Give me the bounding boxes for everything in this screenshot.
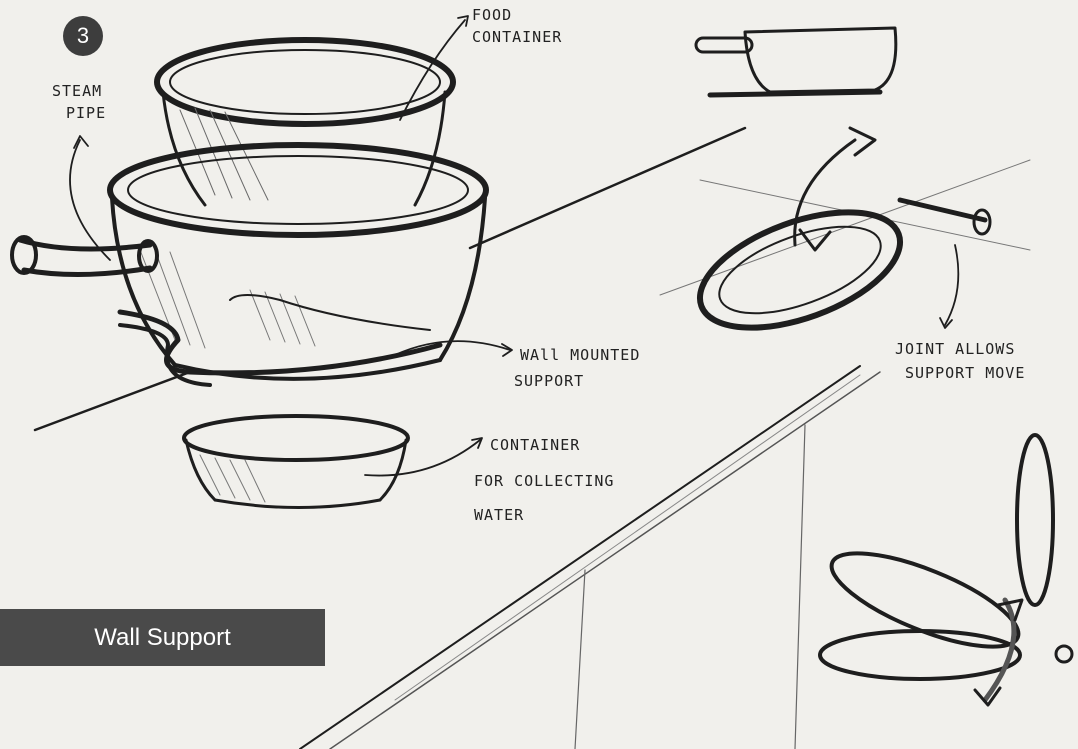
collecting-label-line3: WATER [474,506,524,524]
food-container-label-line2: CONTAINER [472,28,562,46]
annotation-labels: FOOD CONTAINER STEAM PIPE WAll MOUNTED S… [52,6,1025,524]
collecting-label-line1: CONTAINER [490,436,580,454]
wall-support-label-line1: WAll MOUNTED [520,346,640,364]
food-container-drawing [157,40,453,205]
caption-bar: Wall Support [0,609,325,666]
steam-pipe-drawing [12,237,157,275]
side-view-bowl-drawing [696,28,896,95]
food-container-label-line1: FOOD [472,6,512,24]
rotating-support-diagram [660,128,1030,351]
joint-label-line1: JOINT ALLOWS [895,340,1015,358]
wall-support-label-line2: SUPPORT [514,372,584,390]
collecting-label-line2: FOR COLLECTING [474,472,614,490]
steam-pipe-label-line1: STEAM [52,82,102,100]
joint-label-line2: SUPPORT MOVE [905,364,1025,382]
step-number-badge: 3 [63,16,103,56]
water-container-drawing [184,416,408,508]
steam-pipe-label-line2: PIPE [66,104,106,122]
annotation-arrows [70,16,958,476]
rotating-supports-fan-drawing [820,435,1072,705]
